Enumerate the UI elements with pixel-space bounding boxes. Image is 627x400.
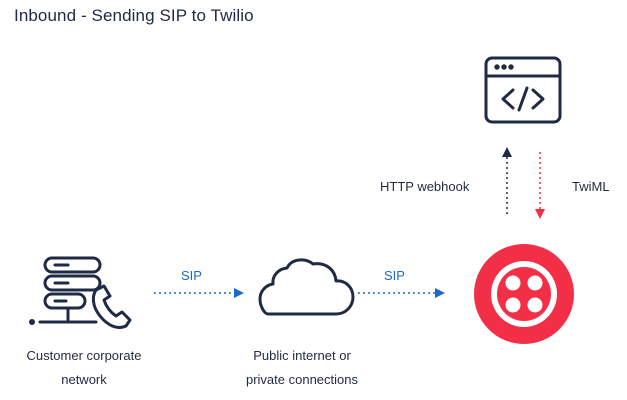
http-webhook-label: HTTP webhook <box>380 179 470 194</box>
customer-label-line2: network <box>61 372 107 387</box>
code-window-icon <box>484 56 562 124</box>
sip-label-2: SIP <box>384 268 405 283</box>
cloud-label-line2: private connections <box>245 372 358 387</box>
server-phone-icon <box>29 256 132 330</box>
cloud-label-line1: Public internet or <box>253 348 351 363</box>
public-internet-label: Public internet or private connections <box>222 344 382 392</box>
twiml-label: TwiML <box>572 179 610 194</box>
sip-label-1: SIP <box>181 268 202 283</box>
customer-label-line1: Customer corporate <box>26 348 142 363</box>
diagram-title: Inbound - Sending SIP to Twilio <box>14 6 254 25</box>
cloud-icon <box>258 258 355 316</box>
customer-network-label: Customer corporate network <box>4 344 164 392</box>
twilio-logo <box>474 244 574 344</box>
